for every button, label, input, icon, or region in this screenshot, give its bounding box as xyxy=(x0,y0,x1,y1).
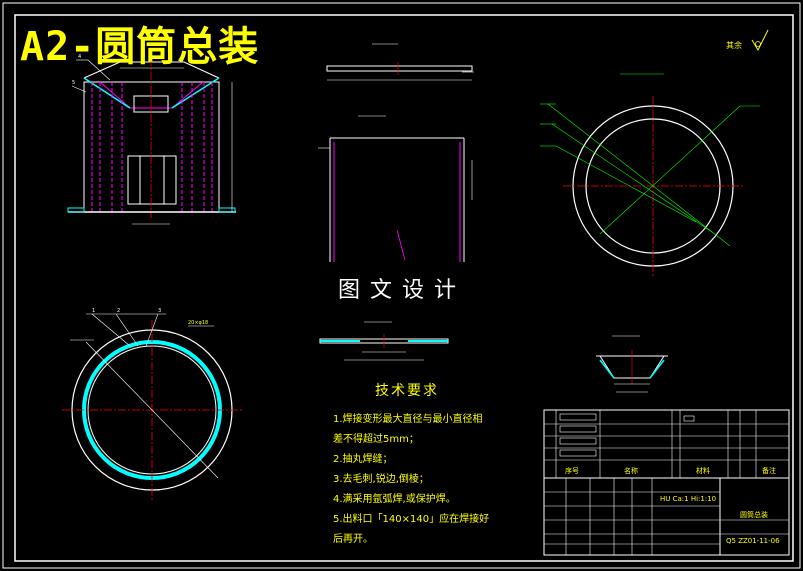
part-label-4: 4 xyxy=(78,54,81,60)
inner-border xyxy=(14,14,794,562)
watermark-text: 图文设计 xyxy=(338,278,467,303)
title-block-header-material: 材料 xyxy=(696,467,710,475)
technical-requirements-heading: 技术要求 xyxy=(375,383,439,399)
ring-plate-view xyxy=(319,321,449,361)
title-block-header-remark: 备注 xyxy=(762,467,776,475)
hopper-cone-view xyxy=(596,335,668,393)
requirement-line: 5.出料口「140×140」应在焊接好 xyxy=(333,514,490,525)
roughness-symbol-icon xyxy=(751,29,769,52)
requirement-line: 1.焊接变形最大直径与最小直径相 xyxy=(333,414,483,425)
title-block-drawing-name: 圆筒总装 xyxy=(740,511,768,519)
part-label-3: 3 xyxy=(158,308,161,314)
title-block-drawing-number: Q5 ZZ01-11-06 xyxy=(726,537,780,545)
part-label-5: 5 xyxy=(72,80,75,86)
requirement-line: 2.抽丸焊缝； xyxy=(333,454,393,465)
title-block xyxy=(543,409,790,556)
top-view-circle xyxy=(540,73,760,276)
part-label-2: 2 xyxy=(117,308,120,314)
title-block-header-no: 序号 xyxy=(565,467,579,475)
front-section-view: 4 5 xyxy=(67,54,236,225)
strip-part-view xyxy=(326,43,474,81)
cylinder-shell-view xyxy=(318,115,473,262)
requirement-line: 3.去毛刺,锐边,倒棱； xyxy=(333,474,429,485)
requirement-line: 4.满采用氩弧焊,或保护焊。 xyxy=(333,494,456,505)
plan-view-circle: 1 2 3 20×φ18 xyxy=(62,308,242,500)
title-block-scale: HU Ca:1 Hi:1:10 xyxy=(660,495,717,503)
drawing-title: A2-圆筒总装 xyxy=(20,24,260,70)
requirement-line: 后再开。 xyxy=(333,534,373,545)
requirement-line: 差不得超过5mm； xyxy=(333,434,419,445)
roughness-label: 其余 xyxy=(726,41,742,50)
part-label-1: 1 xyxy=(92,308,95,314)
hole-spec-label: 20×φ18 xyxy=(188,320,208,326)
title-block-header-name: 名称 xyxy=(624,467,638,475)
technical-requirements-list: 1.焊接变形最大直径与最小直径相 差不得超过5mm； 2.抽丸焊缝； 3.去毛刺… xyxy=(333,410,490,550)
